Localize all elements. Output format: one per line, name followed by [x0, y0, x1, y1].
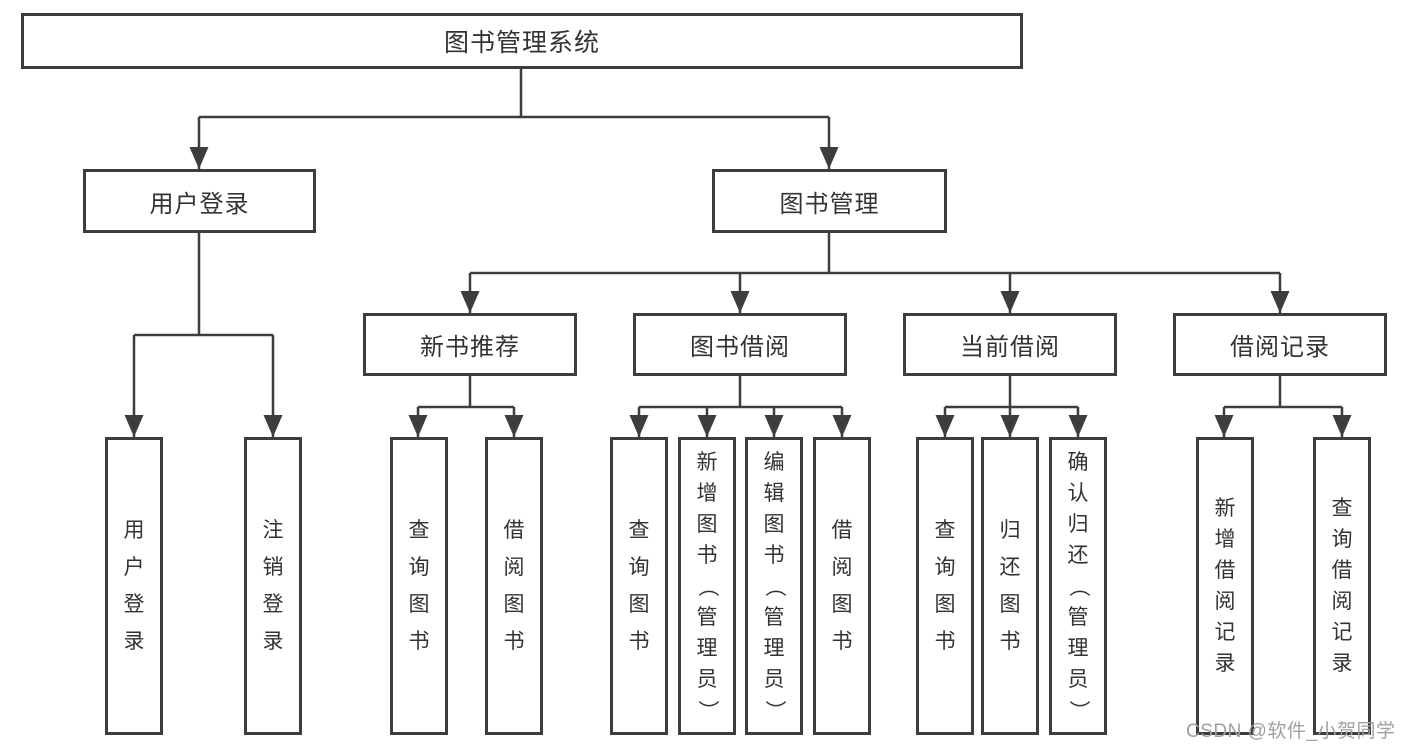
leaf-borrow-borrow-books: 借阅图书	[813, 437, 871, 735]
leaf-current-confirm-return-admin: 确认归还（管理员）	[1049, 437, 1107, 735]
node-borrow-records: 借阅记录	[1173, 313, 1387, 376]
node-book-mgmt-label: 图书管理	[779, 190, 880, 218]
leaf-borrow-borrow-books-label: 借阅图书	[831, 519, 853, 653]
node-book-borrow: 图书借阅	[633, 313, 847, 376]
node-user-login: 用户登录	[83, 169, 316, 233]
node-book-borrow-label: 图书借阅	[690, 334, 790, 361]
leaf-current-return-books: 归还图书	[981, 437, 1039, 735]
leaf-logout-label: 注销登录	[262, 519, 284, 653]
node-current-borrow: 当前借阅	[903, 313, 1117, 376]
node-user-login-label: 用户登录	[149, 190, 250, 218]
leaf-borrow-query-books: 查询图书	[610, 437, 668, 735]
leaf-newrec-query-books: 查询图书	[390, 437, 448, 735]
leaf-records-query: 查询借阅记录	[1313, 437, 1371, 735]
leaf-borrow-edit-books-admin-label: 编辑图书（管理员）	[762, 450, 786, 721]
leaf-logout: 注销登录	[244, 437, 302, 735]
leaf-records-add-label: 新增借阅记录	[1214, 497, 1236, 675]
leaf-current-return-books-label: 归还图书	[999, 519, 1021, 653]
watermark-text: CSDN @软件_小贺同学	[1186, 721, 1396, 742]
leaf-borrow-add-books-admin-label: 新增图书（管理员）	[695, 450, 719, 721]
node-new-book-rec: 新书推荐	[363, 313, 577, 376]
node-borrow-records-label: 借阅记录	[1230, 334, 1330, 361]
node-new-book-rec-label: 新书推荐	[420, 334, 520, 361]
node-root-label: 图书管理系统	[443, 29, 600, 57]
leaf-newrec-borrow-books-label: 借阅图书	[503, 519, 525, 653]
node-root: 图书管理系统	[21, 13, 1023, 69]
leaf-borrow-add-books-admin: 新增图书（管理员）	[678, 437, 736, 735]
leaf-newrec-query-books-label: 查询图书	[408, 519, 430, 653]
leaf-records-add: 新增借阅记录	[1196, 437, 1254, 735]
leaf-user-login-label: 用户登录	[123, 519, 145, 653]
leaf-borrow-query-books-label: 查询图书	[628, 519, 650, 653]
leaf-current-query-books-label: 查询图书	[934, 519, 956, 653]
leaf-newrec-borrow-books: 借阅图书	[485, 437, 543, 735]
leaf-borrow-edit-books-admin: 编辑图书（管理员）	[745, 437, 803, 735]
node-book-mgmt: 图书管理	[712, 169, 947, 233]
leaf-user-login: 用户登录	[105, 437, 163, 735]
leaf-records-query-label: 查询借阅记录	[1331, 497, 1353, 675]
node-current-borrow-label: 当前借阅	[960, 334, 1060, 361]
leaf-current-confirm-return-admin-label: 确认归还（管理员）	[1066, 450, 1090, 721]
leaf-current-query-books: 查询图书	[916, 437, 974, 735]
